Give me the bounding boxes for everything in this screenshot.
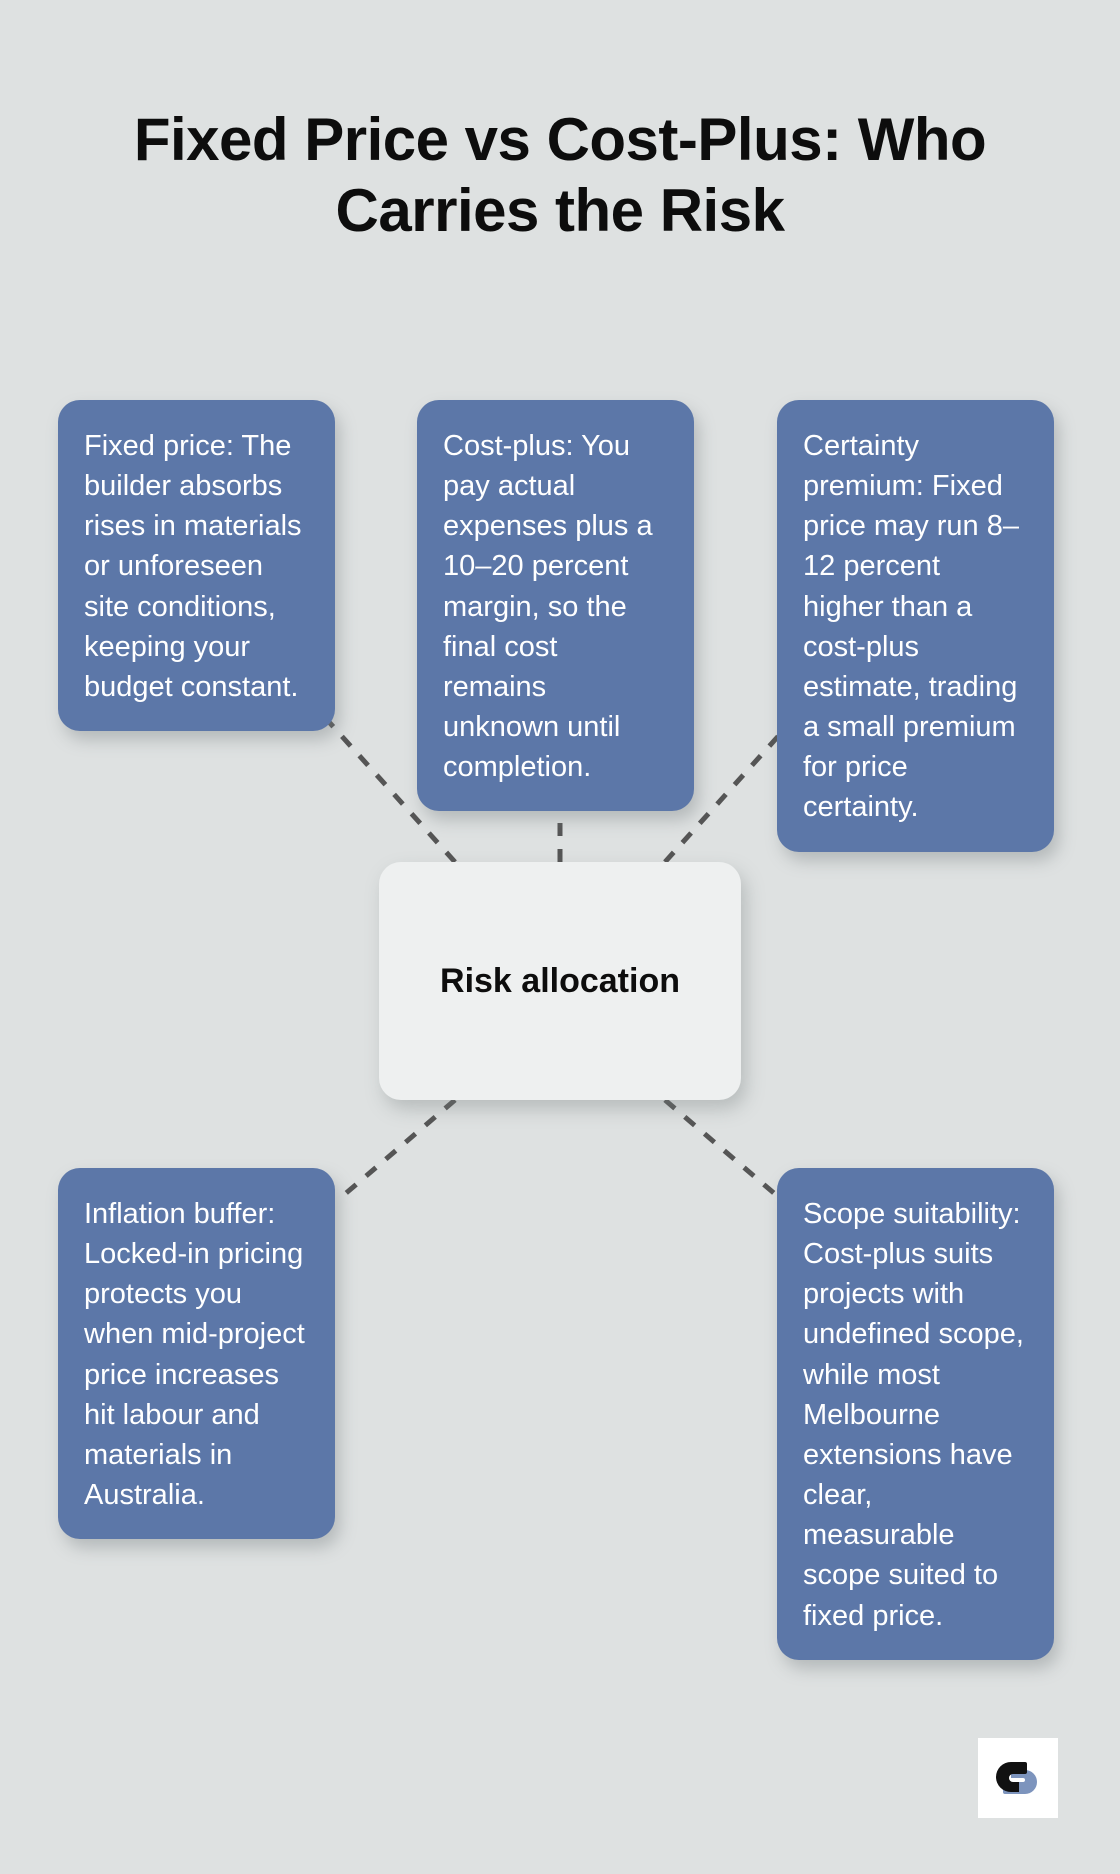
node-card-text: Cost-plus: You pay actual expenses plus … xyxy=(443,430,653,784)
node-card-text: Fixed price: The builder absorbs rises i… xyxy=(84,430,302,703)
center-node[interactable]: Risk allocation xyxy=(379,862,741,1100)
node-card-fixed-price[interactable]: Fixed price: The builder absorbs rises i… xyxy=(58,400,335,732)
connector-to-inflation-buffer xyxy=(336,1098,457,1202)
brand-logo xyxy=(978,1738,1058,1818)
node-card-text: Certainty premium: Fixed price may run 8… xyxy=(803,430,1019,824)
node-card-text: Scope suitability: Cost-plus suits proje… xyxy=(803,1198,1024,1632)
connector-to-scope-suitability xyxy=(663,1098,784,1202)
node-card-certainty-premium[interactable]: Certainty premium: Fixed price may run 8… xyxy=(777,400,1054,852)
stylized-s-logo-icon xyxy=(996,1762,1037,1794)
node-card-cost-plus[interactable]: Cost-plus: You pay actual expenses plus … xyxy=(417,400,694,812)
node-card-inflation-buffer[interactable]: Inflation buffer: Locked-in pricing prot… xyxy=(58,1168,335,1540)
center-node-label: Risk allocation xyxy=(440,961,680,1000)
node-card-scope-suitability[interactable]: Scope suitability: Cost-plus suits proje… xyxy=(777,1168,1054,1660)
node-card-text: Inflation buffer: Locked-in pricing prot… xyxy=(84,1198,305,1512)
page-title: Fixed Price vs Cost-Plus: Who Carries th… xyxy=(133,106,987,244)
